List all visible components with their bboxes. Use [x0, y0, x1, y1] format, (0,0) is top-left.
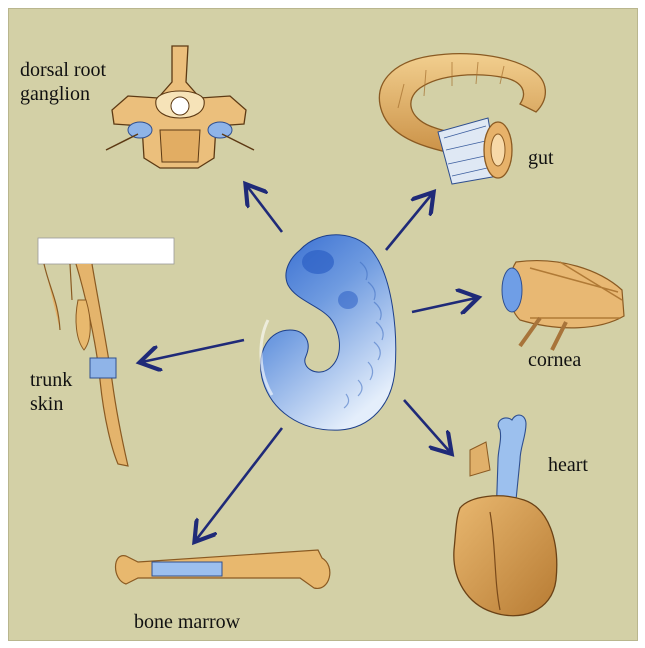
label-dorsal-root-ganglion: dorsal root ganglion [20, 58, 106, 106]
arrows [142, 186, 476, 540]
label-dorsal-root-line1: dorsal root [20, 58, 106, 82]
arrow-to-heart [404, 400, 450, 452]
label-trunk-line1: trunk [30, 368, 72, 392]
label-trunk-line2: skin [30, 392, 72, 416]
arrow-to-dorsal-root-ganglion [247, 186, 282, 232]
label-cornea: cornea [528, 348, 581, 372]
label-bone-marrow: bone marrow [134, 610, 240, 634]
label-dorsal-root-line2: ganglion [20, 82, 106, 106]
arrow-to-trunk-skin [142, 340, 244, 362]
label-trunk-skin: trunk skin [30, 368, 72, 416]
hair-follicle-illustration [38, 238, 174, 466]
embryo-illustration [261, 235, 396, 430]
arrow-to-cornea [412, 298, 476, 312]
gut-illustration [379, 54, 545, 184]
eye-illustration [502, 261, 624, 350]
label-gut: gut [528, 146, 554, 170]
heart-illustration [454, 415, 557, 616]
vertebra-illustration [106, 46, 254, 168]
arrow-to-bone-marrow [196, 428, 282, 540]
label-heart: heart [548, 453, 588, 477]
bone-illustration [116, 550, 330, 588]
arrow-to-gut [386, 194, 432, 250]
